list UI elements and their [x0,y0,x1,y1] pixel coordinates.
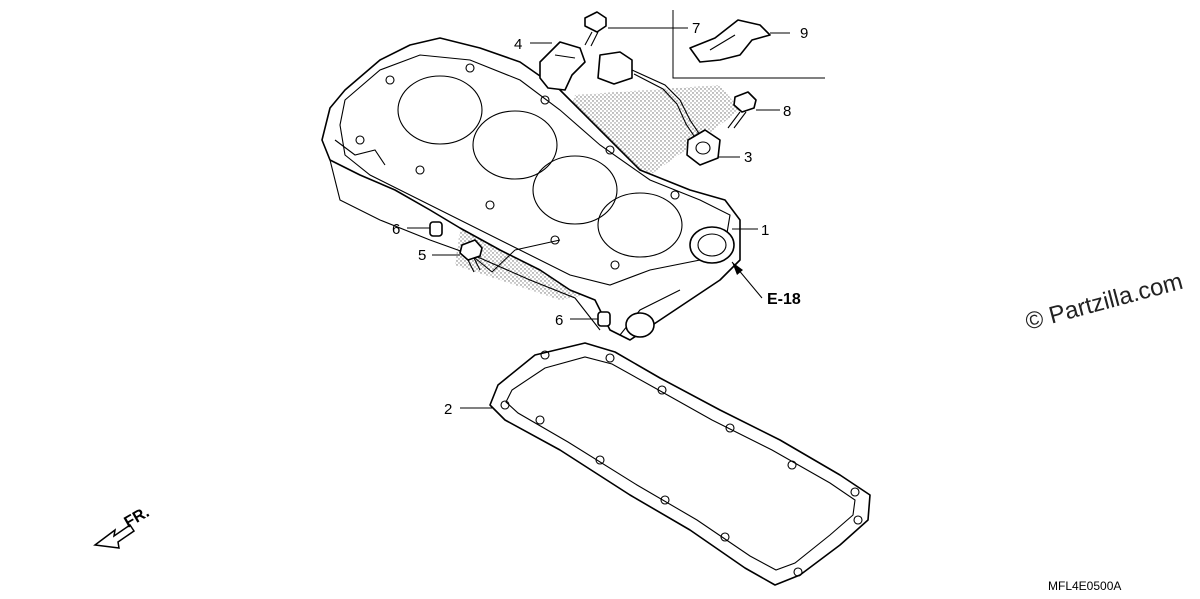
callout-5: 5 [418,247,426,264]
front-direction-marker: FR. [93,504,152,549]
callout-7: 7 [692,20,700,37]
callout-2: 2 [444,401,452,418]
callout-9: 9 [800,25,808,42]
callout-4: 4 [514,36,522,53]
bolt-8[interactable] [727,91,757,129]
bracket-4[interactable] [539,41,586,91]
bolt-5[interactable] [459,239,483,273]
callout-1: 1 [761,222,769,239]
leader-lines [407,27,790,409]
cylinder-gasket[interactable] [489,342,871,586]
watermark: © Partzilla.com [1023,268,1186,336]
reference-label[interactable]: E-18 [767,291,801,308]
dowel-pin-lower[interactable] [597,311,611,327]
callout-6-lower: 6 [555,312,563,329]
callout-8: 8 [783,103,791,120]
diagram-code: MFL4E0500A [1048,579,1121,593]
bolt-7[interactable] [584,11,607,47]
cylinder-block[interactable] [321,37,741,341]
reference-arrow [731,261,763,299]
callout-6-upper: 6 [392,221,400,238]
bracket-9[interactable] [689,19,771,63]
inset-frame [672,10,825,79]
knock-sensor[interactable] [597,51,721,166]
dowel-pin-upper[interactable] [429,221,443,237]
callout-3: 3 [744,149,752,166]
